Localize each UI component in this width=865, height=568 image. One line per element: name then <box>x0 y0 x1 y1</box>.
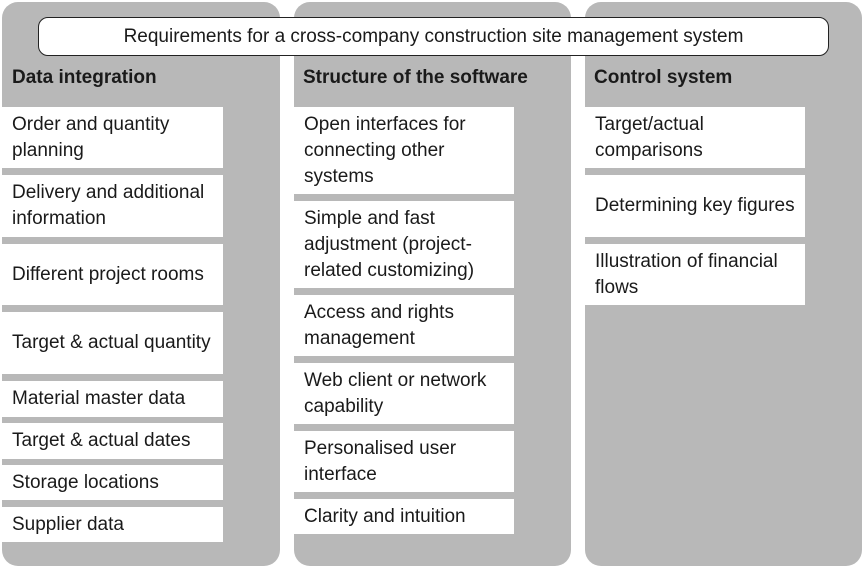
requirement-card: Order and quantity planning <box>2 107 223 168</box>
column-title-software-structure: Structure of the software <box>303 67 528 88</box>
requirement-card: Illustration of financial flows <box>585 244 805 305</box>
requirement-label: Order and quantity planning <box>12 113 170 161</box>
requirement-label: Target & actual quantity <box>12 332 211 353</box>
requirement-card: Delivery and additional information <box>2 175 223 237</box>
requirement-label: Delivery and additional information <box>12 182 205 229</box>
requirement-card: Web client or network capability <box>294 363 514 424</box>
requirements-title: Requirements for a cross-company constru… <box>123 25 744 47</box>
requirement-label: Illustration of financial flows <box>595 250 778 298</box>
requirement-card: Different project rooms <box>2 244 223 305</box>
requirement-label: Storage locations <box>12 471 159 493</box>
requirement-card: Determining key figures <box>585 175 805 237</box>
requirement-card: Access and rights management <box>294 295 514 356</box>
requirement-card: Target/actual comparisons <box>585 107 805 168</box>
requirement-label: Web client or network capability <box>304 369 487 417</box>
requirement-label: Access and rights management <box>304 301 454 349</box>
requirement-label: Target/actual comparisons <box>595 113 704 161</box>
requirement-label: Clarity and intuition <box>304 505 466 527</box>
requirement-card: Clarity and intuition <box>294 499 514 534</box>
requirement-label: Supplier data <box>12 513 124 535</box>
requirement-card: Personalised user interface <box>294 431 514 492</box>
requirement-card: Target & actual dates <box>2 423 223 459</box>
requirement-card: Supplier data <box>2 507 223 542</box>
column-title-control-system: Control system <box>594 67 733 88</box>
requirement-label: Different project rooms <box>12 263 204 285</box>
requirement-label: Simple and fast adjustment (project-rela… <box>304 207 475 281</box>
requirements-title-banner: Requirements for a cross-company constru… <box>38 17 829 56</box>
requirement-card: Storage locations <box>2 465 223 500</box>
column-title-data-integration: Data integration <box>12 67 157 88</box>
requirement-label: Target & actual dates <box>12 430 191 451</box>
requirement-label: Personalised user interface <box>304 437 457 485</box>
requirement-card: Simple and fast adjustment (project-rela… <box>294 201 514 288</box>
requirement-label: Material master data <box>12 388 186 409</box>
requirement-label: Open interfaces for connecting other sys… <box>304 113 466 187</box>
requirement-card: Material master data <box>2 381 223 417</box>
requirement-label: Determining key figures <box>595 195 795 216</box>
requirement-card: Open interfaces for connecting other sys… <box>294 107 514 194</box>
requirement-card: Target & actual quantity <box>2 312 223 374</box>
